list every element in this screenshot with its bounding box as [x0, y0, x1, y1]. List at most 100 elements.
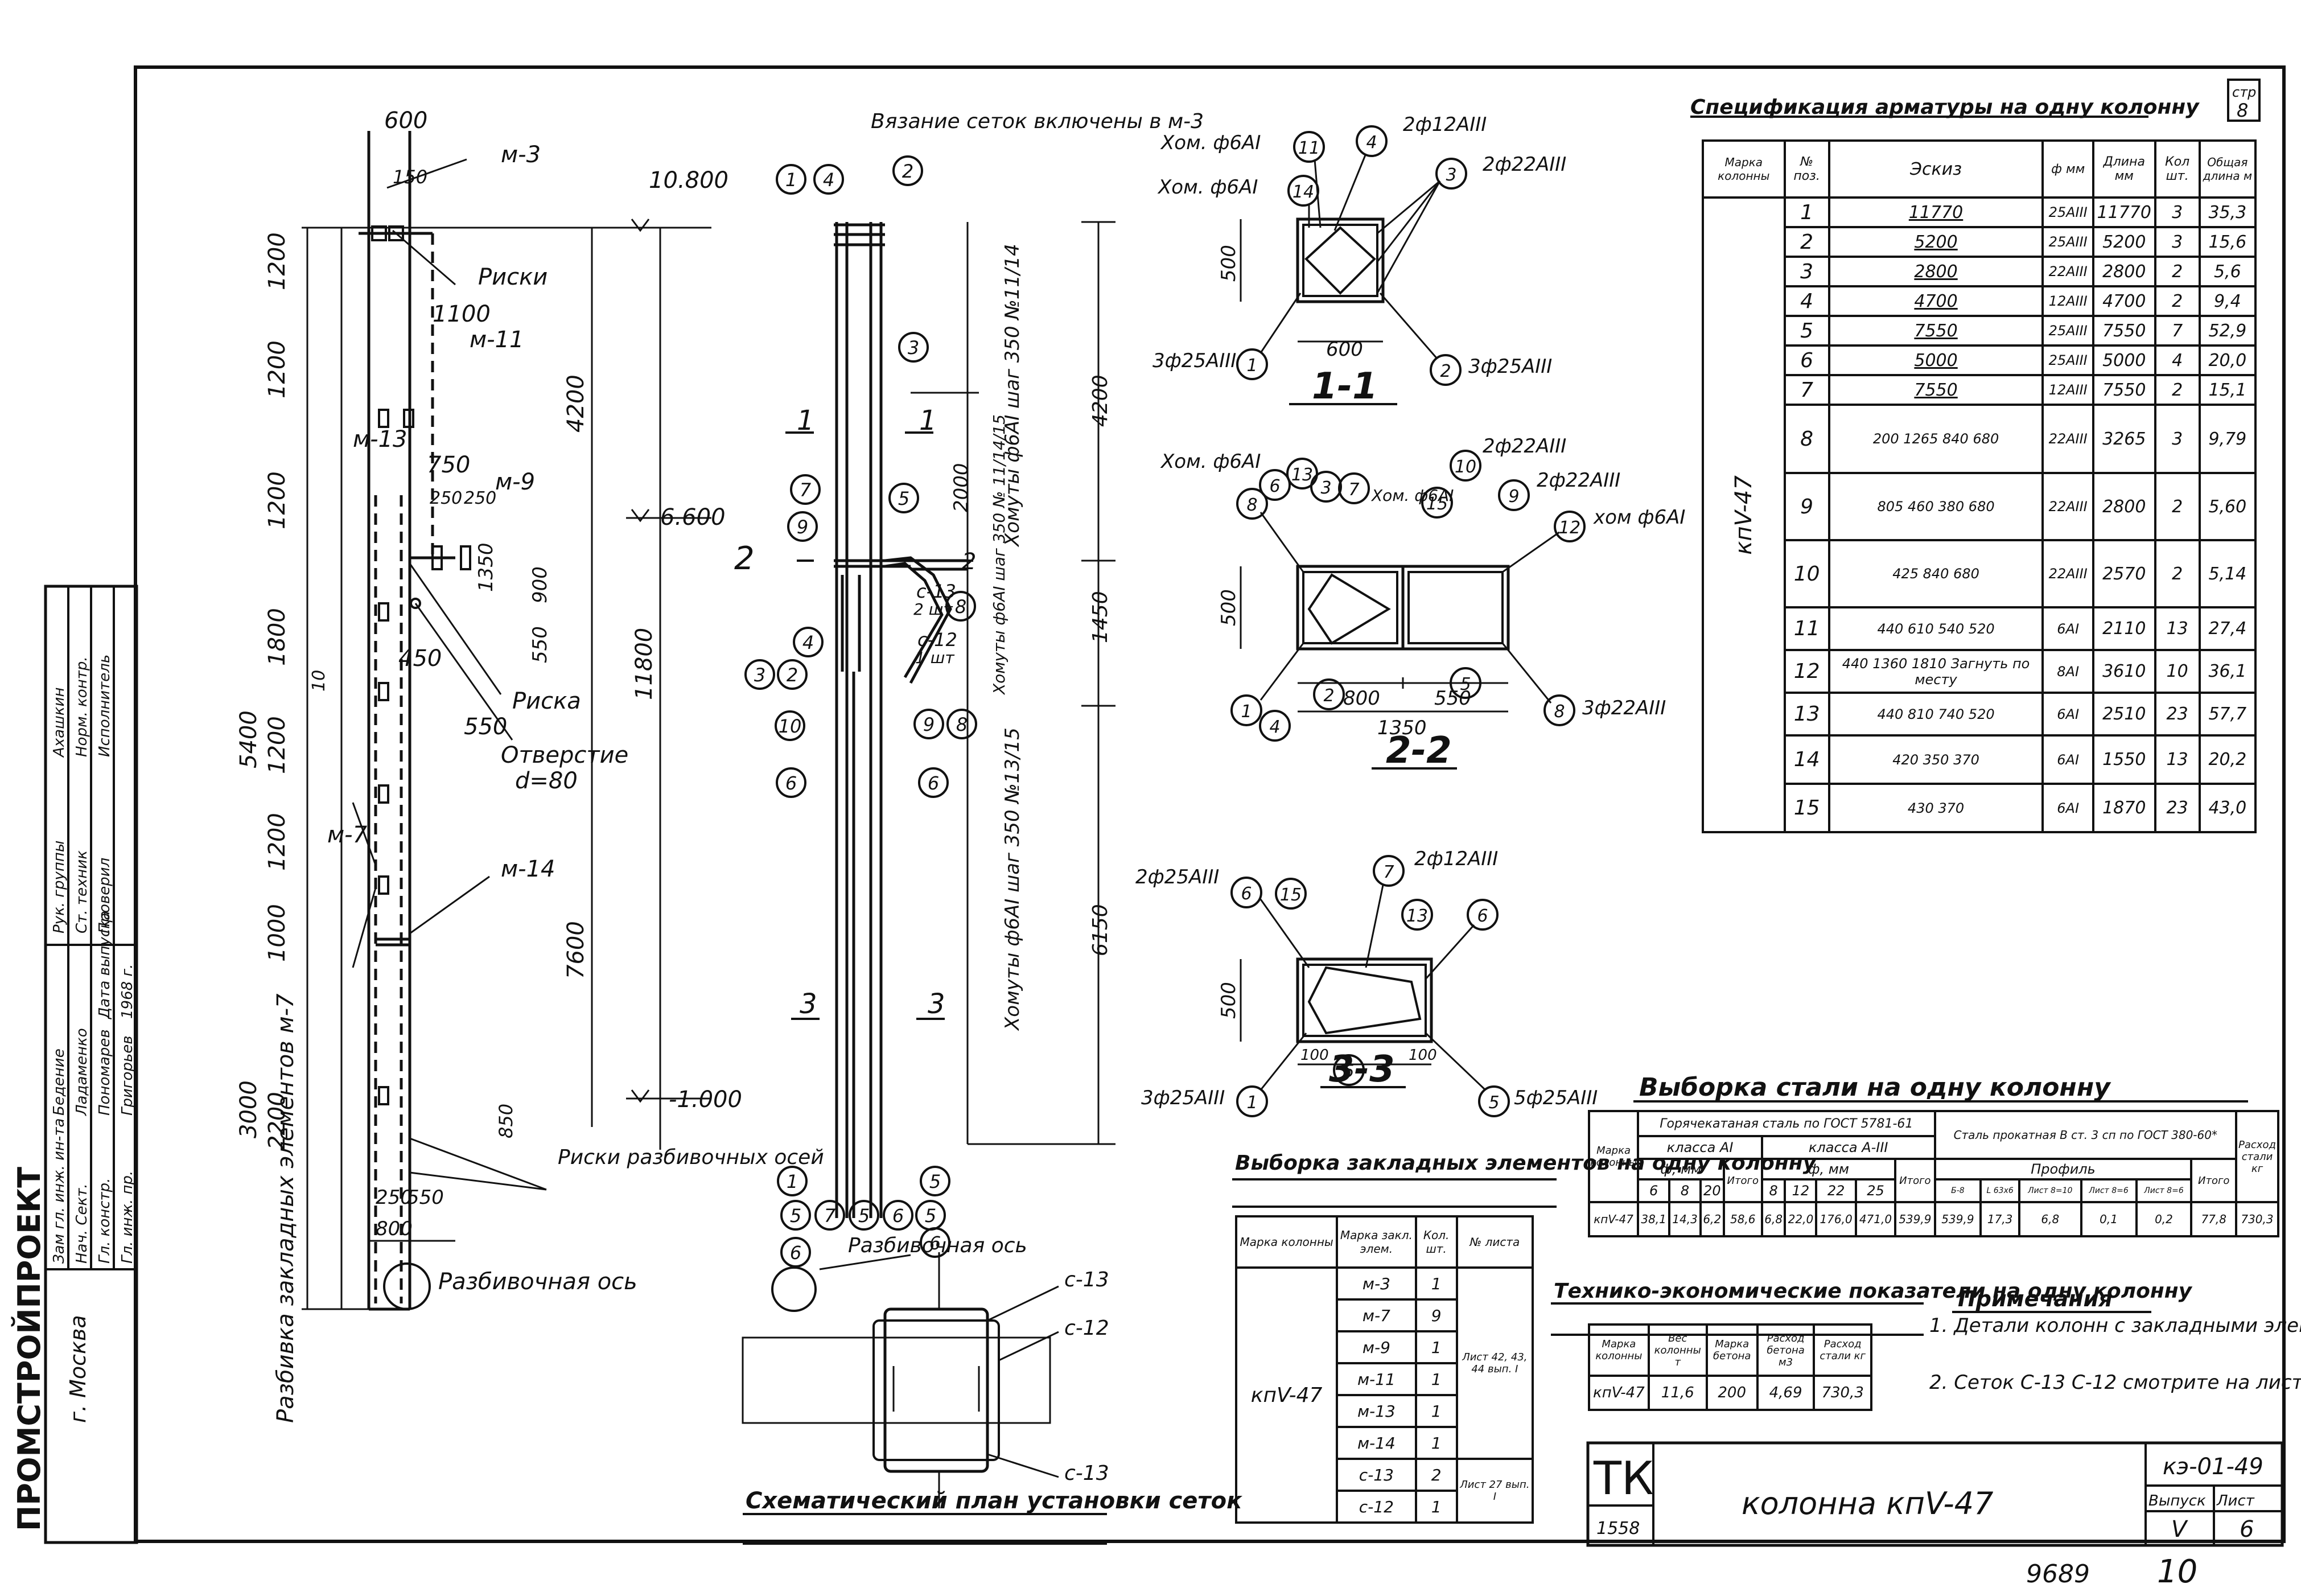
s1-l5: 3ф25АIII — [1468, 355, 1552, 378]
spec-cell-sketch: 2800 — [1827, 256, 2044, 287]
elev-label-m13: м-13 — [353, 426, 407, 453]
spec-cell-d: 6АI — [2041, 692, 2094, 737]
svg-text:8: 8 — [1554, 702, 1565, 722]
spec-cell-d: 25АIII — [2041, 315, 2094, 347]
schematic-plan — [742, 1252, 1059, 1508]
section-3-3 — [1230, 855, 1510, 1117]
spec-cell-d: 25АIII — [2041, 344, 2094, 376]
steel-title: Выборка стали на одну колонну — [1639, 1073, 2111, 1102]
steel-cell: 539,9 — [1894, 1201, 1936, 1237]
spec-cell-len: 3610 — [2092, 649, 2156, 694]
elev-label-hole-d: d=80 — [515, 768, 578, 794]
s2-l1: 2ф22АIII — [1483, 435, 1566, 458]
emb-cell-qty: 2 — [1414, 1458, 1458, 1492]
svg-text:3: 3 — [1320, 478, 1331, 498]
emb-cell-qty: 1 — [1414, 1394, 1458, 1428]
s2-l2: 2ф22АIII — [1537, 469, 1620, 492]
spec-cell-sketch: 440 1360 1810 Загнуть по месту — [1827, 649, 2044, 694]
elev-dim-250b: 250 — [464, 488, 496, 508]
spec-cell-qty: 2 — [2154, 285, 2201, 317]
svg-text:2: 2 — [1440, 361, 1451, 381]
spec-cell-sketch: 4700 — [1827, 285, 2044, 317]
arm-title: Вязание сеток включены в м-3 — [871, 110, 1204, 133]
spec-cell-sketch: 440 610 540 520 — [1827, 606, 2044, 651]
spec-cell-pos: 13 — [1783, 692, 1830, 737]
s2-d3: 1350 — [1377, 717, 1427, 739]
elev-dim-900: 900 — [529, 566, 551, 603]
elev-dim-250a: 250 — [430, 488, 462, 508]
s1-d1: 600 — [1326, 338, 1363, 361]
steel-cell: 14,3 — [1668, 1201, 1702, 1237]
column-elevation — [302, 131, 711, 1311]
elev-dim-250: 250 — [376, 1186, 413, 1209]
emb-cell-el: м-11 — [1336, 1362, 1417, 1396]
elev-dim-450: 450 — [398, 645, 442, 672]
spec-h-mark: Марка колонны — [1702, 139, 1786, 199]
spec-cell-qty: 23 — [2154, 692, 2201, 737]
emb-h-sheet: № листа — [1455, 1215, 1534, 1269]
tech-h-3: Расход бетона м3 — [1756, 1323, 1816, 1377]
elev-dim-3000: 3000 — [236, 1080, 262, 1138]
steel-cell: 471,0 — [1854, 1201, 1897, 1237]
org-name: ПРОМСТРОЙПРОЕКТ — [11, 1167, 47, 1531]
stamp-role-2: Гл. констр. — [96, 1178, 113, 1264]
svg-text:4: 4 — [1366, 133, 1377, 153]
svg-text:2: 2 — [902, 161, 913, 182]
elev-dim-550b: 550 — [407, 1186, 444, 1209]
elev-dim-1200e: 1200 — [264, 813, 290, 871]
s3-d0: 500 — [1217, 982, 1240, 1019]
emb-cell-qty: 9 — [1414, 1298, 1458, 1332]
spec-cell-pos: 2 — [1783, 226, 1830, 258]
s3-l3: 5ф25АIII — [1514, 1087, 1598, 1109]
stamp2-role-1: Ст. техник — [73, 850, 90, 933]
tech-h-4: Расход стали кг — [1813, 1323, 1872, 1377]
spec-cell-total: 9,4 — [2198, 285, 2257, 317]
stamp-name-2: Пономарев — [96, 1029, 113, 1116]
svg-text:6: 6 — [1477, 906, 1488, 926]
s3-l1: 2ф12АIII — [1414, 848, 1498, 870]
spec-cell-sketch: 805 460 380 680 — [1827, 472, 2044, 541]
spec-h-d: ф мм — [2041, 139, 2094, 199]
elev-level-bot: -1.000 — [669, 1087, 742, 1113]
elev-label-axis: Разбивочная ось — [438, 1269, 637, 1295]
emb-cell-qty: 1 — [1414, 1362, 1458, 1396]
steel-subheader: 6 — [1637, 1178, 1671, 1203]
s2-d1: 800 — [1343, 687, 1380, 710]
svg-text:9: 9 — [923, 714, 935, 735]
emb-cell-el: с-13 — [1336, 1458, 1417, 1492]
svg-text:8: 8 — [955, 596, 966, 618]
stamp-name-1: Ладаменко — [73, 1028, 90, 1116]
plan-axis: Разбивочная ось — [848, 1234, 1027, 1257]
elev-dim-1350: 1350 — [475, 542, 497, 592]
spec-cell-pos: 15 — [1783, 783, 1830, 833]
emb-sheets-bottom: Лист 27 вып. I — [1455, 1458, 1534, 1524]
emb-cell-el: м-14 — [1336, 1426, 1417, 1460]
spec-cell-len: 7550 — [2092, 315, 2156, 347]
svg-text:12: 12 — [1559, 518, 1580, 538]
s2-d2: 550 — [1434, 687, 1471, 710]
elev-dim-11800: 11800 — [631, 628, 657, 700]
elev-dim-750: 750 — [427, 452, 470, 478]
s1-d0: 500 — [1217, 245, 1240, 282]
spec-cell-sketch: 440 810 740 520 — [1827, 692, 2044, 737]
spec-cell-sketch: 425 840 680 — [1827, 539, 2044, 608]
spec-cell-qty: 3 — [2154, 226, 2201, 258]
svg-text:8: 8 — [1246, 495, 1257, 515]
steel-subheader: L 63х6 — [1979, 1178, 2020, 1203]
svg-text:5: 5 — [858, 1205, 870, 1227]
svg-text:3: 3 — [1446, 165, 1456, 185]
s2-d0: 500 — [1217, 589, 1240, 626]
s1-l3: 2ф22АIII — [1483, 153, 1566, 176]
spec-cell-d: 25АIII — [2041, 226, 2094, 258]
steel-h-total3: Итого — [1894, 1158, 1936, 1203]
svg-text:5: 5 — [929, 1171, 941, 1192]
s3-l0: 2ф25АIII — [1135, 866, 1219, 889]
elev-dim-10: 10 — [309, 670, 329, 692]
arm-c13: с-13 — [916, 581, 956, 602]
spec-cell-qty: 2 — [2154, 374, 2201, 406]
